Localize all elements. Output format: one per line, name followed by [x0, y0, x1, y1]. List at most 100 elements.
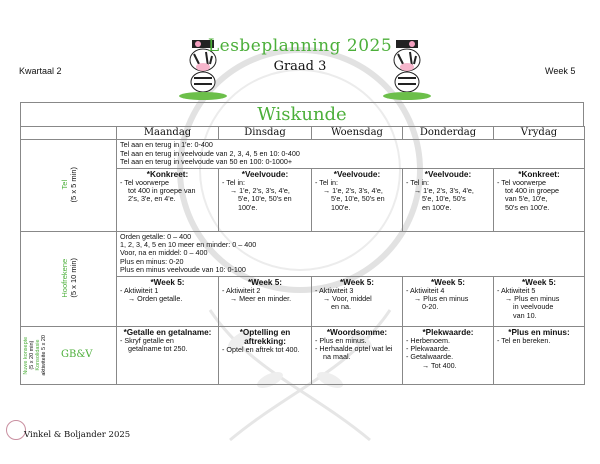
activity-line: in veelvoude	[513, 302, 554, 312]
activity-line: - Aktiwiteit 4	[406, 285, 445, 295]
row-duration: (5 x 5 min)	[68, 166, 78, 203]
footer-credit: Vinkel & Boljander 2025	[24, 430, 131, 440]
row-label-tel: Tel(5 x 5 min)	[20, 139, 117, 232]
activity-line: → Voor, middel	[323, 294, 372, 304]
objective-line: Orden getalle: 0 – 400	[120, 231, 192, 241]
side-label: aktiwiteite 5 x 20	[41, 334, 47, 376]
activity-cell: *Optelling en aftrekking:- Optel en aftr…	[218, 325, 312, 385]
activity-line: en 100'e.	[422, 202, 452, 212]
activity-cell: *Plus en minus:- Tel en bereken.	[493, 325, 585, 385]
activity-cell: *Veelvoude:- Tel in:→ 1'e, 2's, 3's, 4'e…	[402, 167, 494, 232]
activity-cell: *Veelvoude:- Tel in:→ 1'e, 2's, 3's, 4'e…	[311, 167, 403, 232]
activity-line: - Tel in:	[222, 177, 246, 187]
activity-line: → 1'e, 2's, 3's, 4'e,	[230, 186, 290, 196]
brand-logo-icon	[6, 420, 26, 440]
page-title: Lesbeplanning 2025	[207, 36, 393, 56]
activity-line: 0-20.	[422, 302, 439, 312]
activity-line: getalname tot 250.	[128, 344, 188, 354]
activity-line: 5'e, 10'e, 50's	[422, 194, 466, 204]
activity-line: → Tot 400.	[422, 360, 457, 370]
lesson-plan-table: Maandag Dinsdag Woensdag Donderdag Vryda…	[20, 125, 585, 385]
activity-line: - Optel en aftrek tot 400.	[222, 344, 300, 354]
activity-line: 100'e.	[331, 202, 351, 212]
activity-line: - Aktiwiteit 1	[120, 285, 159, 295]
activity-line: - Herhaalde optel wat lei	[315, 344, 393, 354]
activity-title: *Konkreet:	[146, 169, 189, 179]
activity-line: → Orden getalle.	[128, 294, 183, 304]
zebra-right-illustration	[383, 40, 431, 100]
activity-line: - Tel in:	[406, 177, 430, 187]
activity-title: *Getalle en getalname:	[123, 327, 212, 337]
objective-line: Tel aan en terug in veelvoude van 50 en …	[120, 157, 293, 167]
activity-line: - Tel voorwerpe	[497, 177, 547, 187]
table-row-gbv: Nuwe konsepte (5 x 20 min) Konsolidasie …	[20, 325, 585, 385]
objectives-cell: Orden getalle: 0 – 400 1, 2, 3, 4, 5 en …	[116, 230, 585, 277]
objective-line: Tel aan en terug in 1'e: 0-400	[120, 140, 213, 150]
row-label-hoofrekene: Hoofrekene(5 x 10 min)	[20, 230, 117, 327]
activity-line: - Getalwaarde.	[406, 352, 454, 362]
table-row-hoofrekene: Hoofrekene(5 x 10 min) Orden getalle: 0 …	[20, 230, 585, 327]
objective-line: Voor, na en middel: 0 – 400	[120, 248, 208, 258]
activity-line: 50's en 100'e.	[505, 202, 550, 212]
zebra-left-illustration	[179, 40, 227, 100]
activity-line: → Plus en minus	[505, 294, 560, 304]
activity-line: - Aktiwiteit 3	[315, 285, 354, 295]
activity-line: - Tel en bereken.	[497, 335, 551, 345]
activity-cell: *Plekwaarde:- Herbenoem.- Plekwaarde.- G…	[402, 325, 494, 385]
activity-title: *Plus en minus:	[508, 327, 570, 337]
activity-line: - Herbenoem.	[406, 335, 450, 345]
day-header-row: Maandag Dinsdag Woensdag Donderdag Vryda…	[20, 125, 585, 141]
activity-cell: *Getalle en getalname:- Skryf getalle en…	[116, 325, 219, 385]
day-header: Vrydag	[493, 125, 585, 141]
activity-title: *Week 5:	[248, 277, 282, 287]
activity-line: - Plus en minus.	[315, 335, 367, 345]
activity-title: *Veelvoude:	[241, 169, 289, 179]
activity-title: *Veelvoude:	[333, 169, 381, 179]
activity-line: 2's, 3'e, en 4'e.	[128, 194, 176, 204]
row-label-text: Hoofrekene	[59, 258, 69, 297]
activity-cell: *Week 5:- Aktiwiteit 1→ Orden getalle.	[116, 275, 219, 327]
activity-line: en na.	[331, 302, 351, 312]
row-label-text: GB&V	[61, 348, 93, 360]
corner-cell	[20, 125, 117, 141]
day-header: Dinsdag	[218, 125, 312, 141]
activity-title: *Week 5:	[431, 277, 465, 287]
activity-title: *Week 5:	[150, 277, 185, 287]
activity-line: - Skryf getalle en	[120, 335, 174, 345]
activity-line: - Aktiwiteit 2	[222, 285, 261, 295]
activity-cell: *Veelvoude:- Tel in:→ 1'e, 2's, 3's, 4'e…	[218, 167, 312, 232]
day-header: Donderdag	[402, 125, 494, 141]
day-header: Woensdag	[311, 125, 403, 141]
activity-line: tot 400 in groepe	[505, 186, 559, 196]
activity-line: - Tel voorwerpe	[120, 177, 170, 187]
table-row-tel: Tel(5 x 5 min) Tel aan en terug in 1'e: …	[20, 139, 585, 232]
activity-line: → 1'e, 2's, 3's, 4'e,	[323, 186, 383, 196]
objective-line: Plus en minus: 0-20	[120, 256, 184, 266]
activity-title: *Konkreet:	[518, 169, 560, 179]
activity-line: - Plekwaarde.	[406, 344, 450, 354]
activity-line: na maal.	[323, 352, 351, 362]
activity-cell: *Woordsomme:- Plus en minus.- Herhaalde …	[311, 325, 403, 385]
grade-label: Graad 3	[273, 59, 327, 74]
activity-line: → 1'e, 2's, 3's, 4'e,	[414, 186, 474, 196]
activity-title: *Optelling en aftrekking:	[239, 327, 291, 346]
activity-line: van 10.	[513, 310, 537, 320]
activity-line: 5'e, 10'e, 50's en	[238, 194, 292, 204]
activity-line: → Meer en minder.	[230, 294, 292, 304]
row-label-gbv: Nuwe konsepte (5 x 20 min) Konsolidasie …	[20, 325, 117, 385]
subject-heading: Wiskunde	[20, 102, 584, 127]
objective-line: 1, 2, 3, 4, 5 en 10 meer en minder: 0 – …	[120, 240, 257, 250]
activity-line: van 5'e, 10'e,	[505, 194, 548, 204]
day-header: Maandag	[116, 125, 219, 141]
row-duration: (5 x 10 min)	[68, 257, 78, 298]
row-label-text: Tel	[59, 179, 69, 190]
objectives-cell: Tel aan en terug in 1'e: 0-400 Tel aan e…	[116, 139, 585, 169]
activity-line: - Aktiwiteit 5	[497, 285, 536, 295]
activity-line: 5'e, 10'e, 50's en	[331, 194, 385, 204]
